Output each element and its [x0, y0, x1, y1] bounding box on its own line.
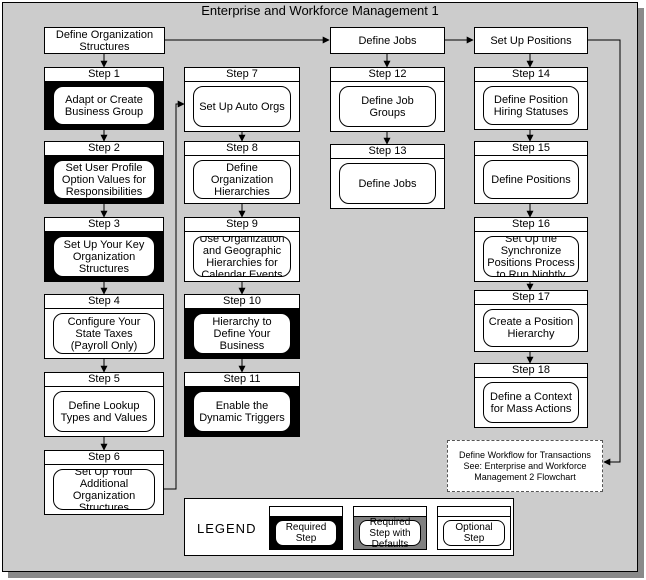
step-text: Define Job Groups [339, 86, 436, 127]
step-body: Use Organization and Geographic Hierarch… [185, 232, 299, 281]
workflow-note: Define Workflow for Transactions See: En… [447, 440, 603, 492]
step-label: Step 3 [45, 218, 163, 232]
header-define-organization-structures: Define Organization Structures [44, 27, 165, 54]
step-label: Step 13 [331, 145, 444, 159]
step-body: Configure Your State Taxes (Payroll Only… [45, 309, 163, 358]
legend-required-label: Required Step [275, 520, 337, 546]
step-6-box: Step 6 Set Up Your Additional Organizatio… [44, 450, 164, 515]
step-body: Set Up Your Additional Organization Stru… [45, 465, 163, 514]
step-text: Define a Context for Mass Actions [483, 382, 579, 423]
step-label: Step 1 [45, 68, 163, 82]
step-label: Step 18 [475, 364, 587, 378]
step-3-box: Step 3 Set Up Your Key Organization Struc… [44, 217, 164, 282]
step-body: Define Positions [475, 156, 587, 203]
header-define-jobs: Define Jobs [330, 27, 445, 54]
legend-required-step: Required Step [269, 506, 343, 550]
step-text: Set User Profile Option Values for Respo… [53, 160, 155, 199]
step-15-box: Step 15 Define Positions [474, 141, 588, 204]
edge-step6-step7 [164, 100, 185, 490]
step-body: Define Lookup Types and Values [45, 387, 163, 436]
step-text: Define Organization Hierarchies [193, 160, 291, 199]
legend: LEGEND Required Step Required Step with … [184, 498, 514, 556]
step-body: Define Organization Hierarchies [185, 156, 299, 203]
legend-required-with-defaults: Required Step with Defaults [353, 506, 427, 550]
step-text: Use Organization and Geographic Hierarch… [193, 236, 291, 277]
diagram-title: Enterprise and Workforce Management 1 [201, 3, 439, 18]
step-label: Step 7 [185, 68, 299, 82]
step-text: Set Up the Synchronize Positions Process… [483, 236, 579, 277]
edge-positions-workflow [588, 39, 621, 466]
step-11-box: Step 11 Enable the Dynamic Triggers [184, 372, 300, 437]
step-label: Step 5 [45, 373, 163, 387]
step-label: Step 2 [45, 142, 163, 156]
step-body: Set Up the Synchronize Positions Process… [475, 232, 587, 281]
step-label: Step 16 [475, 218, 587, 232]
step-body: Define a Context for Mass Actions [475, 378, 587, 427]
step-12-box: Step 12 Define Job Groups [330, 67, 445, 132]
step-8-box: Step 8 Define Organization Hierarchies [184, 141, 300, 204]
step-text: Define Jobs [339, 163, 436, 204]
step-label: Step 15 [475, 142, 587, 156]
step-body: Adapt or Create Business Group [45, 82, 163, 129]
step-label: Step 10 [185, 295, 299, 309]
step-label: Step 14 [475, 68, 587, 82]
step-13-box: Step 13 Define Jobs [330, 144, 445, 209]
step-body: Set Up Auto Orgs [185, 82, 299, 131]
step-label: Step 9 [185, 218, 299, 232]
step-text: Create a Position Hierarchy [483, 309, 579, 347]
step-16-box: Step 16 Set Up the Synchronize Positions … [474, 217, 588, 282]
step-body: Enable the Dynamic Triggers [185, 387, 299, 436]
step-text: Define Lookup Types and Values [53, 391, 155, 432]
step-text: Set Up Your Key Organization Structures [53, 236, 155, 277]
step-10-box: Step 10 Use Generic Hierarchy to Define Y… [184, 294, 300, 359]
step-9-box: Step 9 Use Organization and Geographic Hi… [184, 217, 300, 282]
step-14-box: Step 14 Define Position Hiring Statuses [474, 67, 588, 130]
step-7-box: Step 7 Set Up Auto Orgs [184, 67, 300, 132]
step-label: Step 6 [45, 451, 163, 465]
step-17-box: Step 17 Create a Position Hierarchy [474, 290, 588, 352]
step-text: Adapt or Create Business Group [53, 86, 155, 125]
step-5-box: Step 5 Define Lookup Types and Values [44, 372, 164, 437]
step-text: Define Positions [483, 160, 579, 199]
legend-title: LEGEND [197, 521, 257, 536]
legend-required-defaults-label: Required Step with Defaults [359, 517, 421, 550]
step-text: Configure Your State Taxes (Payroll Only… [53, 313, 155, 354]
step-1-box: Step 1 Adapt or Create Business Group [44, 67, 164, 130]
step-body: Set User Profile Option Values for Respo… [45, 156, 163, 203]
step-body: Create a Position Hierarchy [475, 305, 587, 351]
step-body: Use Generic Hierarchy to Define Your Bus… [185, 309, 299, 358]
step-body: Define Position Hiring Statuses [475, 82, 587, 129]
legend-optional-label: Optional Step [443, 520, 505, 546]
step-4-box: Step 4 Configure Your State Taxes (Payrol… [44, 294, 164, 359]
step-label: Step 17 [475, 291, 587, 305]
step-label: Step 12 [331, 68, 444, 82]
step-text: Set Up Auto Orgs [193, 86, 291, 127]
legend-optional-step: Optional Step [437, 506, 511, 550]
step-2-box: Step 2 Set User Profile Option Values for… [44, 141, 164, 204]
step-body: Define Jobs [331, 159, 444, 208]
step-text: Set Up Your Additional Organization Stru… [53, 469, 155, 510]
step-label: Step 11 [185, 373, 299, 387]
step-text: Enable the Dynamic Triggers [193, 391, 291, 432]
step-body: Define Job Groups [331, 82, 444, 131]
header-set-up-positions: Set Up Positions [474, 27, 588, 54]
step-18-box: Step 18 Define a Context for Mass Actions [474, 363, 588, 428]
step-text: Use Generic Hierarchy to Define Your Bus… [193, 313, 291, 354]
step-label: Step 8 [185, 142, 299, 156]
step-text: Define Position Hiring Statuses [483, 86, 579, 125]
step-label: Step 4 [45, 295, 163, 309]
step-body: Set Up Your Key Organization Structures [45, 232, 163, 281]
